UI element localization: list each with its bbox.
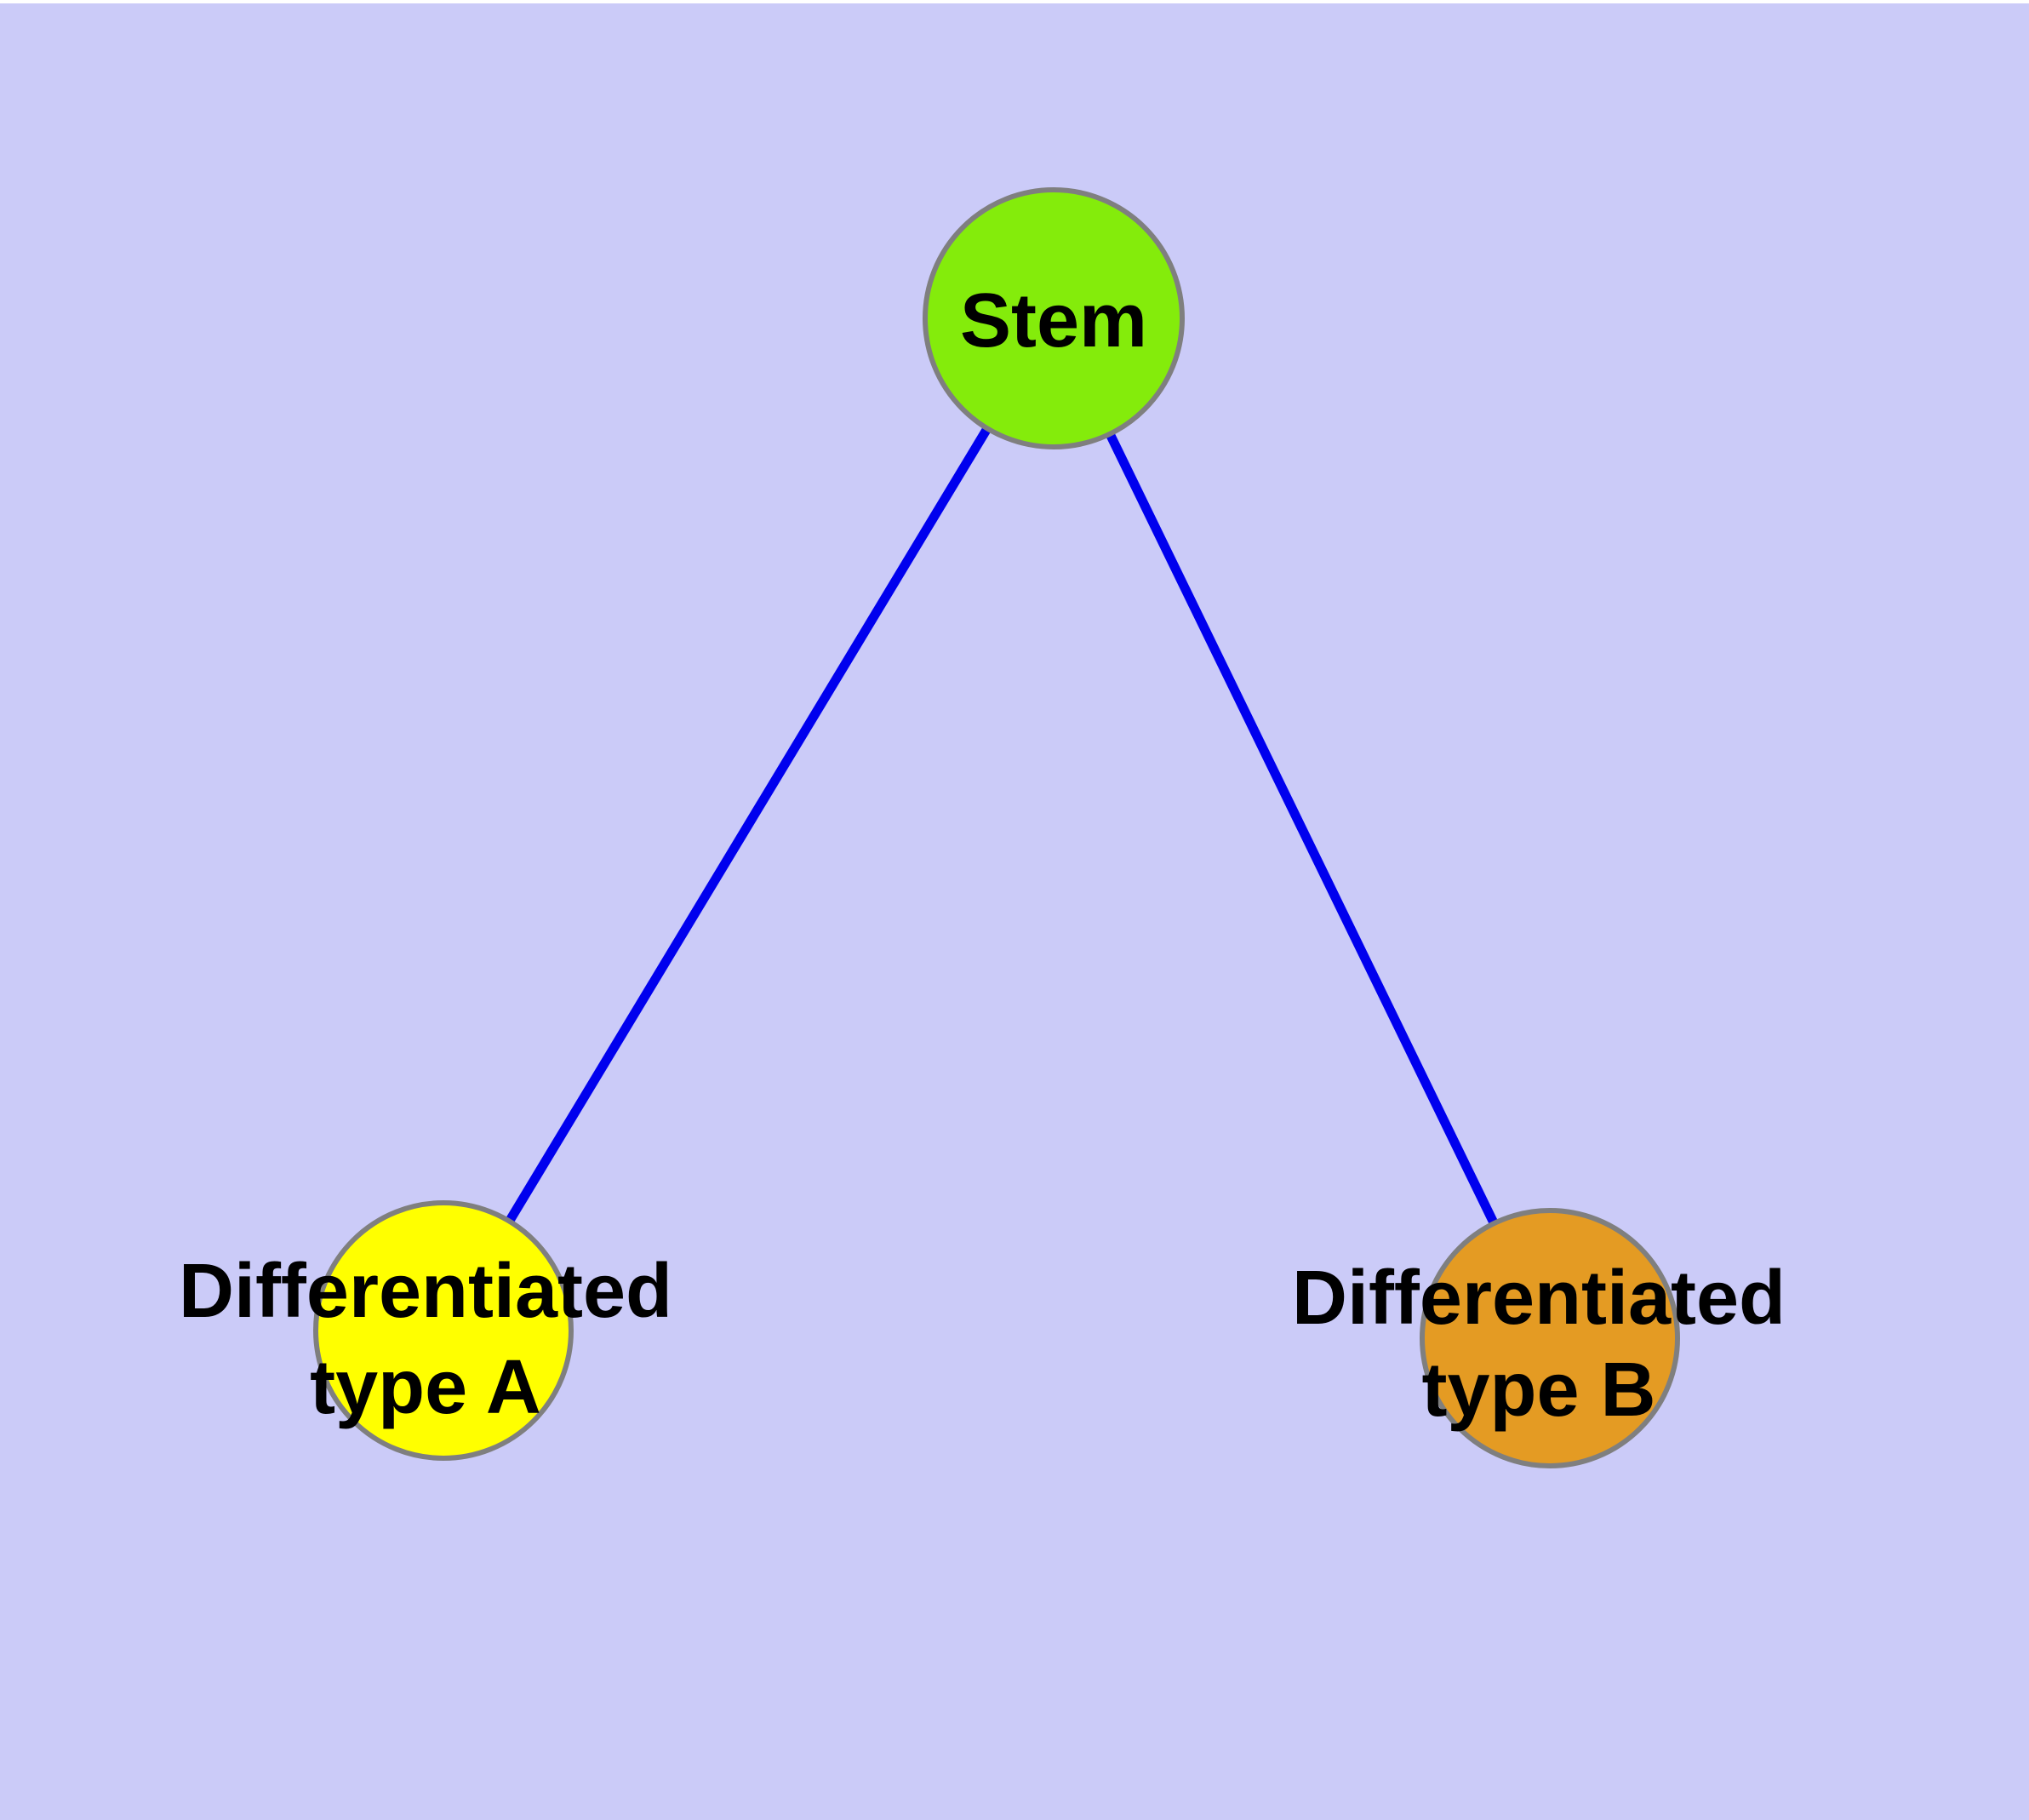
node-type-a-circle: [313, 1200, 574, 1461]
node-type-b-circle: [1420, 1208, 1680, 1468]
node-stem-circle: [923, 187, 1185, 449]
node-stem-label: Stem: [960, 278, 1147, 363]
edge-stem-to-type-b: [1049, 316, 1554, 1341]
node-type-b-label-line2: type B: [1421, 1348, 1655, 1433]
node-type-a-label-line2: type A: [310, 1345, 541, 1430]
edge-stem-to-type-a: [439, 316, 1058, 1333]
node-type-a-label-line1: Differentiated: [179, 1249, 672, 1334]
node-type-b-label-line1: Differentiated: [1292, 1256, 1786, 1341]
